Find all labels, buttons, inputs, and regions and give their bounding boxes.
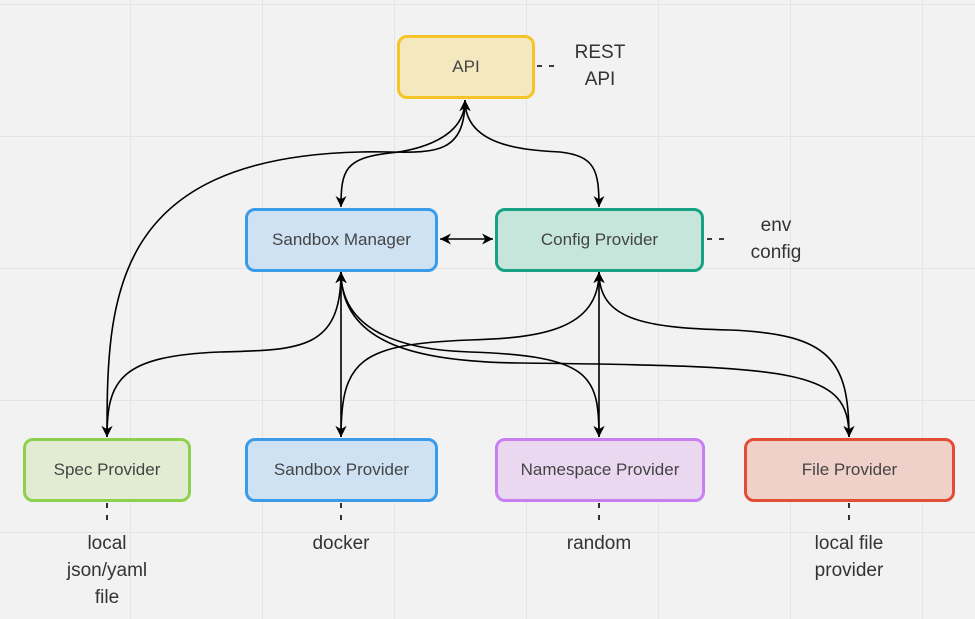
file-provider-node: File Provider	[744, 438, 955, 502]
api-note: REST API	[574, 42, 626, 90]
edge-sandbox-manager-spec-provider	[101, 271, 347, 438]
edge-config-provider-file-provider	[593, 271, 855, 438]
namespace-provider-node: Namespace Provider	[495, 438, 705, 502]
config-provider-node: Config Provider	[495, 208, 704, 272]
spec-provider-note: local json/yaml file	[66, 533, 148, 608]
namespace-provider-note: random	[566, 533, 632, 554]
sandbox-manager-node: Sandbox Manager	[245, 208, 438, 272]
edge-api-sandbox-manager	[335, 99, 471, 208]
edge-api-config-provider	[459, 99, 605, 208]
sandbox-provider-note: docker	[312, 533, 370, 554]
spec-provider-node: Spec Provider	[23, 438, 191, 502]
edge-sandbox-manager-namespace-provider	[335, 271, 605, 438]
sandbox-provider-node: Sandbox Provider	[245, 438, 438, 502]
edge-config-provider-sandbox-provider	[335, 271, 605, 438]
config-note: env config	[750, 215, 802, 263]
file-provider-note: local file provider	[814, 533, 884, 581]
api-node: API	[397, 35, 535, 99]
